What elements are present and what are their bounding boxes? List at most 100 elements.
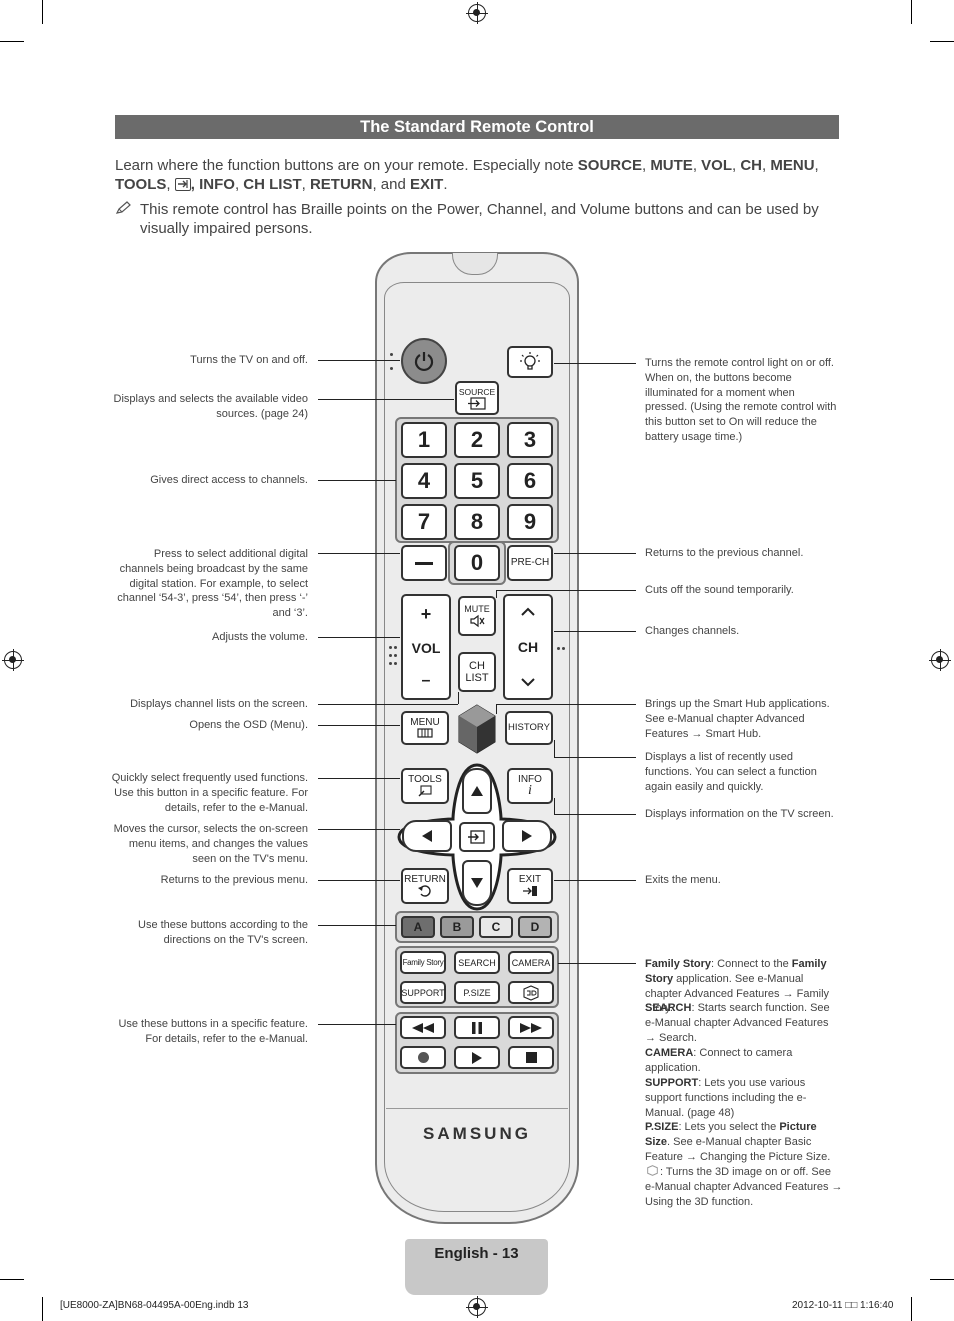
source-button[interactable]: SOURCE	[455, 381, 499, 415]
number-5-button[interactable]: 5	[454, 463, 500, 499]
label-info: Displays information on the TV screen.	[645, 808, 834, 820]
crop-mark	[930, 1279, 954, 1280]
crop-mark	[0, 1279, 24, 1280]
leader-line	[318, 360, 400, 361]
history-button[interactable]: HISTORY	[505, 711, 553, 745]
exit-button[interactable]: EXIT	[507, 868, 553, 904]
record-button[interactable]	[400, 1046, 446, 1069]
power-button[interactable]	[401, 338, 447, 384]
down-arrow-icon	[471, 878, 483, 888]
play-button[interactable]	[454, 1046, 500, 1069]
number-2-button[interactable]: 2	[454, 422, 500, 458]
braille-dot	[389, 654, 392, 657]
leader-line	[318, 399, 454, 400]
dash-icon	[415, 561, 433, 565]
crop-mark	[930, 41, 954, 42]
label-source: Displays and selects the available video…	[113, 393, 308, 420]
support-button[interactable]: SUPPORT	[400, 981, 446, 1004]
tools-button[interactable]: TOOLS	[401, 768, 449, 804]
volume-label: VOL	[411, 640, 441, 657]
tools-label: TOOLS	[408, 774, 442, 785]
info-button[interactable]: INFO i	[507, 768, 553, 804]
3d-icon	[645, 1165, 660, 1176]
rewind-button[interactable]	[400, 1016, 446, 1039]
label-abcd: Use these buttons according to the direc…	[138, 919, 308, 946]
right-arrow-button[interactable]	[502, 820, 552, 852]
number-1-button[interactable]: 1	[401, 422, 447, 458]
leader-line	[554, 553, 636, 554]
leader-line	[554, 631, 636, 632]
number-6-button[interactable]: 6	[507, 463, 553, 499]
camera-button[interactable]: CAMERA	[508, 951, 554, 974]
braille-dot	[390, 367, 393, 370]
leader-line	[458, 692, 459, 704]
leader-line	[554, 814, 636, 815]
a-button[interactable]: A	[401, 916, 435, 938]
3d-button[interactable]	[508, 981, 554, 1004]
number-7-button[interactable]: 7	[401, 504, 447, 540]
channel-rocker[interactable]: CH	[503, 594, 553, 700]
remote-inner-outline	[384, 282, 570, 1212]
braille-dot	[557, 647, 560, 650]
section-title: The Standard Remote Control	[115, 115, 839, 139]
stop-button[interactable]	[508, 1046, 554, 1069]
label-return: Returns to the previous menu.	[160, 874, 308, 886]
leader-line	[318, 480, 396, 481]
rewind-icon	[412, 1022, 434, 1033]
menu-button[interactable]: MENU	[401, 711, 449, 745]
mute-icon	[470, 614, 485, 628]
label-history: Displays a list of recently used functio…	[645, 751, 817, 793]
enter-button[interactable]	[459, 822, 495, 852]
label-cursor: Moves the cursor, selects the on-screen …	[113, 823, 308, 865]
number-0-button[interactable]: 0	[454, 545, 500, 581]
return-label: RETURN	[404, 874, 446, 885]
left-arrow-button[interactable]	[402, 820, 452, 852]
up-arrow-button[interactable]	[462, 768, 492, 814]
number-4-button[interactable]: 4	[401, 463, 447, 499]
pre-ch-button[interactable]: PRE-CH	[507, 545, 553, 581]
ch-list-button[interactable]: CH LIST	[458, 652, 496, 692]
c-button[interactable]: C	[479, 916, 513, 938]
leader-line	[318, 925, 396, 926]
label-smart-hub: Brings up the Smart Hub applications. Se…	[645, 698, 830, 740]
mute-button[interactable]: MUTE	[458, 596, 496, 636]
p-size-button[interactable]: P.SIZE	[454, 981, 500, 1004]
dash-button[interactable]	[401, 545, 447, 581]
label-media: Use these buttons in a specific feature.…	[118, 1018, 308, 1045]
volume-rocker[interactable]: + VOL –	[401, 594, 451, 700]
play-icon	[472, 1051, 482, 1064]
down-arrow-button[interactable]	[462, 860, 492, 906]
pause-button[interactable]	[454, 1016, 500, 1039]
return-button[interactable]: RETURN	[401, 868, 449, 904]
number-8-button[interactable]: 8	[454, 504, 500, 540]
registration-mark-icon	[929, 649, 951, 671]
up-arrow-icon	[471, 786, 483, 796]
leader-line	[558, 963, 636, 964]
leader-line	[318, 704, 458, 705]
b-button[interactable]: B	[440, 916, 474, 938]
3d-icon	[523, 984, 539, 1001]
search-button[interactable]: SEARCH	[454, 951, 500, 974]
number-3-button[interactable]: 3	[507, 422, 553, 458]
crop-mark	[911, 0, 912, 24]
label-dash: Press to select additional digital chann…	[117, 548, 308, 620]
crop-mark	[42, 1297, 43, 1321]
smart-hub-button[interactable]	[458, 704, 496, 754]
menu-icon	[417, 728, 433, 738]
fast-forward-button[interactable]	[508, 1016, 554, 1039]
d-button[interactable]: D	[518, 916, 552, 938]
family-story-button[interactable]: Family Story	[400, 951, 446, 974]
number-9-button[interactable]: 9	[507, 504, 553, 540]
label-menu: Opens the OSD (Menu).	[189, 719, 308, 731]
source-icon	[468, 396, 486, 410]
enter-icon	[174, 178, 191, 191]
info-label: INFO	[518, 774, 542, 785]
label-numbers: Gives direct access to channels.	[150, 474, 308, 486]
braille-dot	[389, 646, 392, 649]
crop-mark	[42, 0, 43, 24]
fast-forward-icon	[520, 1022, 542, 1033]
leader-line	[318, 880, 400, 881]
light-button[interactable]	[507, 346, 553, 378]
label-support: SUPPORT: Lets you use various support fu…	[645, 1077, 807, 1119]
volume-down-label: –	[421, 672, 431, 690]
